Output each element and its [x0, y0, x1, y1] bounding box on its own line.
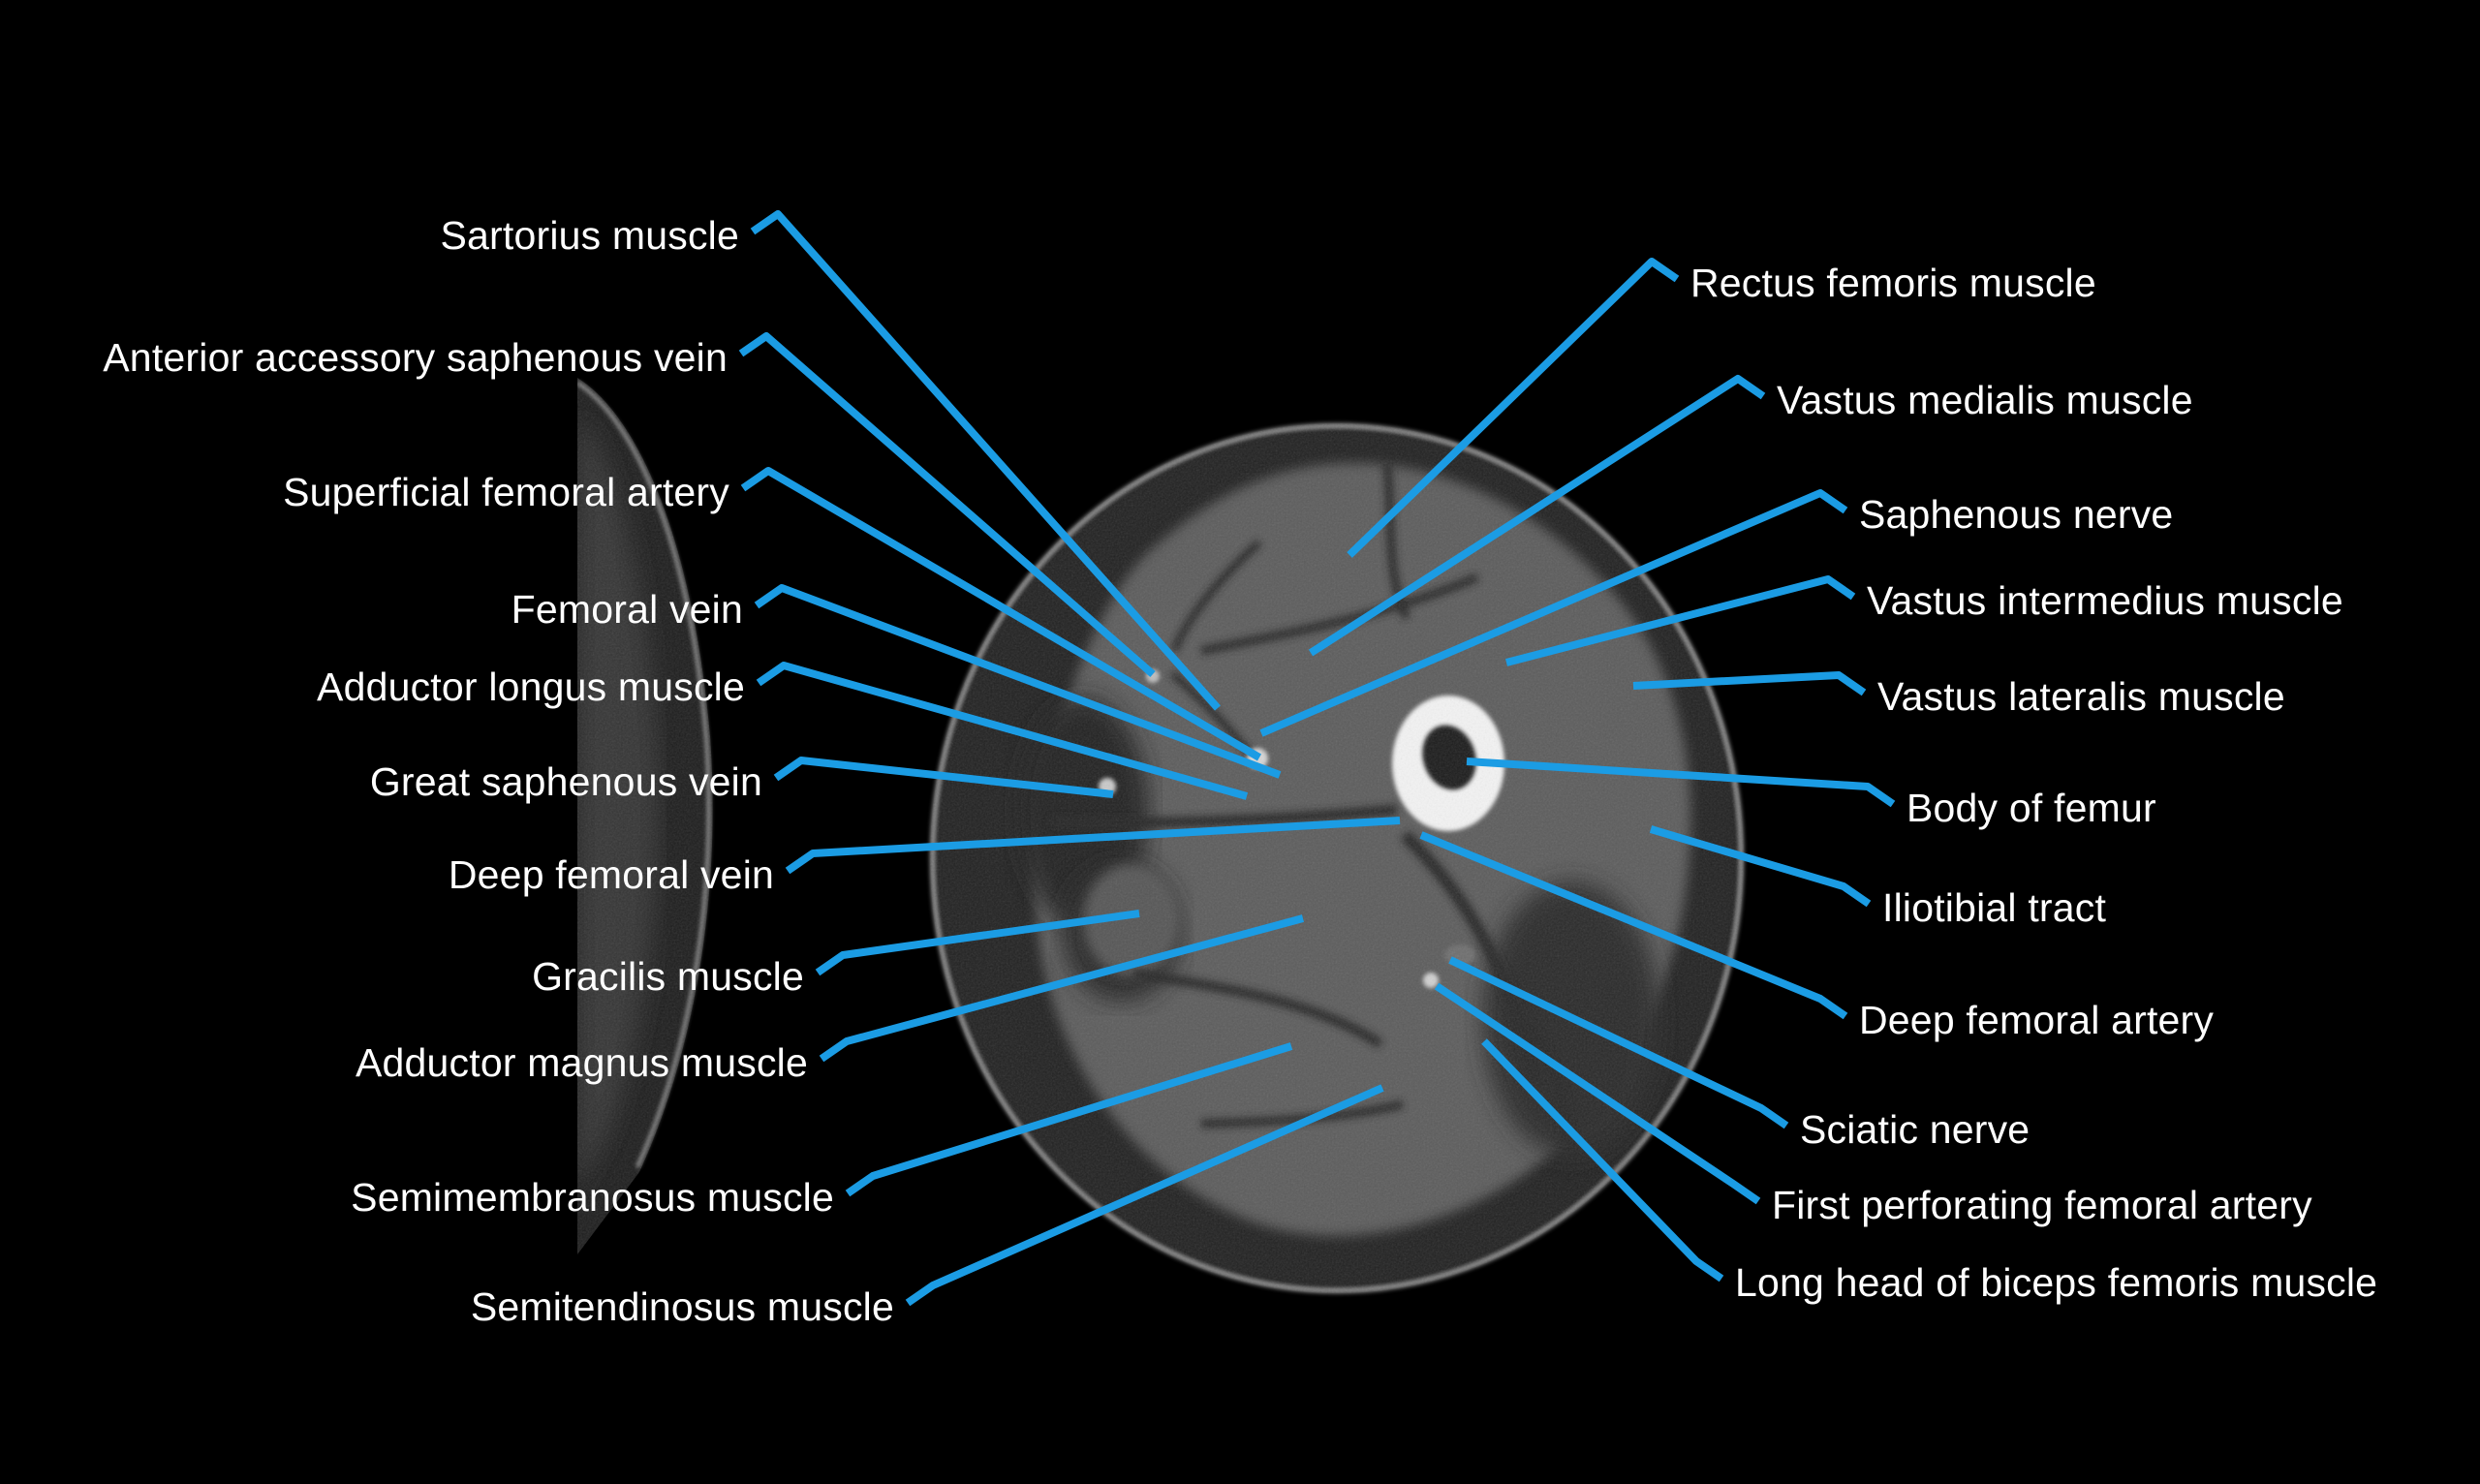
leader-line-saphenous-nerve — [1259, 489, 1848, 737]
leader-line-rectus-femoris-muscle — [1347, 258, 1680, 558]
label-vastus-lateralis-muscle: Vastus lateralis muscle — [1877, 674, 2285, 719]
label-body-of-femur: Body of femur — [1906, 786, 2156, 830]
label-deep-femoral-artery: Deep femoral artery — [1859, 998, 2215, 1042]
label-iliotibial-tract: Iliotibial tract — [1882, 885, 2107, 930]
label-saphenous-nerve: Saphenous nerve — [1859, 492, 2174, 537]
label-adductor-magnus-muscle: Adductor magnus muscle — [355, 1040, 808, 1085]
leader-line-long-head-of-biceps-femoris-muscle — [1481, 1038, 1724, 1283]
label-great-saphenous-vein: Great saphenous vein — [369, 759, 762, 804]
leader-line-body-of-femur — [1466, 757, 1896, 808]
leader-lines-group — [738, 210, 1896, 1307]
label-femoral-vein: Femoral vein — [511, 587, 743, 632]
label-first-perforating-femoral-artery: First perforating femoral artery — [1772, 1183, 2312, 1227]
leader-line-adductor-longus-muscle — [756, 662, 1249, 800]
leader-line-sciatic-nerve — [1448, 956, 1789, 1129]
label-vastus-medialis-muscle: Vastus medialis muscle — [1777, 378, 2193, 422]
ct-scan-group — [577, 378, 1744, 1293]
label-sciatic-nerve: Sciatic nerve — [1800, 1107, 2030, 1152]
leader-line-semitendinosus-muscle — [905, 1084, 1384, 1307]
label-vastus-intermedius-muscle: Vastus intermedius muscle — [1867, 578, 2343, 623]
leader-line-anterior-accessory-saphenous-vein — [738, 332, 1156, 678]
label-anterior-accessory-saphenous-vein: Anterior accessory saphenous vein — [103, 335, 728, 380]
leader-line-vastus-medialis-muscle — [1308, 375, 1766, 657]
leader-line-sartorius-muscle — [750, 210, 1221, 711]
leader-line-femoral-vein — [754, 584, 1282, 779]
label-superficial-femoral-artery: Superficial femoral artery — [283, 470, 729, 514]
leader-line-semimembranosus-muscle — [845, 1042, 1293, 1197]
label-long-head-of-biceps-femoris-muscle: Long head of biceps femoris muscle — [1735, 1260, 2378, 1305]
label-rectus-femoris-muscle: Rectus femoris muscle — [1690, 261, 2096, 305]
label-semitendinosus-muscle: Semitendinosus muscle — [470, 1284, 894, 1329]
label-semimembranosus-muscle: Semimembranosus muscle — [351, 1175, 834, 1220]
leader-line-deep-femoral-artery — [1419, 831, 1848, 1020]
leader-line-first-perforating-femoral-artery — [1434, 982, 1761, 1205]
label-deep-femoral-vein: Deep femoral vein — [448, 852, 774, 897]
leader-line-iliotibial-tract — [1649, 825, 1872, 908]
leader-line-deep-femoral-vein — [785, 817, 1401, 875]
label-gracilis-muscle: Gracilis muscle — [532, 954, 804, 999]
label-sartorius-muscle: Sartorius muscle — [440, 213, 739, 258]
leader-line-vastus-intermedius-muscle — [1504, 575, 1856, 666]
leader-line-great-saphenous-vein — [773, 757, 1114, 798]
label-adductor-longus-muscle: Adductor longus muscle — [317, 665, 745, 709]
leader-line-adductor-magnus-muscle — [819, 914, 1305, 1063]
leader-line-superficial-femoral-artery — [740, 467, 1262, 761]
leader-line-vastus-lateralis-muscle — [1632, 671, 1867, 696]
leader-line-gracilis-muscle — [815, 910, 1140, 976]
